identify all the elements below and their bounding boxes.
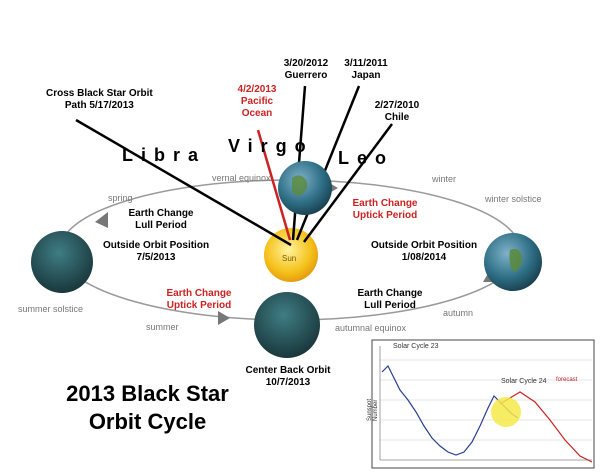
constellation-libra: Libra bbox=[122, 145, 207, 165]
earth-bottom bbox=[254, 292, 320, 358]
label-winter: winter bbox=[432, 174, 457, 184]
inset-ylabel: Sunspot Number bbox=[367, 398, 379, 421]
inset-label-cycle24: Solar Cycle 24 bbox=[501, 378, 547, 385]
orbit-arrow-left bbox=[95, 212, 108, 228]
label-winter-solstice: winter solstice bbox=[485, 194, 542, 204]
label-autumnal-equinox: autumnal equinox bbox=[335, 323, 407, 333]
annotation-cross-orbit: Cross Black Star Orbit Path 5/17/2013 bbox=[46, 88, 153, 111]
pointer-pacific bbox=[256, 129, 292, 241]
annotation-chile: 2/27/2010 Chile bbox=[374, 100, 420, 123]
solar-cycle-inset bbox=[371, 339, 595, 469]
label-vernal-equinox: vernal equinox bbox=[212, 173, 271, 183]
inset-highlight bbox=[491, 397, 521, 427]
pointer-chile bbox=[302, 123, 394, 243]
position-right: Outside Orbit Position 1/08/2014 bbox=[370, 240, 478, 263]
pointer-cross-orbit bbox=[75, 118, 292, 247]
orbit-arrow-bottom bbox=[218, 311, 230, 325]
annotation-japan: 3/11/2011 Japan bbox=[344, 58, 388, 81]
period-uptick-top: Earth Change Uptick Period bbox=[352, 198, 418, 221]
inset-label-forecast: forecast bbox=[556, 377, 578, 383]
inset-label-cycle23: Solar Cycle 23 bbox=[393, 343, 439, 350]
position-bottom: Center Back Orbit 10/7/2013 bbox=[245, 365, 331, 388]
period-uptick-bottom: Earth Change Uptick Period bbox=[166, 288, 232, 311]
label-autumn: autumn bbox=[443, 308, 474, 318]
page-title: 2013 Black Star Orbit Cycle bbox=[66, 381, 229, 434]
annotation-pacific: 4/2/2013 Pacific Ocean bbox=[237, 84, 277, 119]
earth-left bbox=[31, 231, 93, 293]
period-lull-top: Earth Change Lull Period bbox=[128, 208, 194, 231]
position-left: Outside Orbit Position 7/5/2013 bbox=[102, 240, 210, 263]
label-spring: spring bbox=[108, 193, 133, 203]
label-sun: Sun bbox=[282, 254, 297, 263]
earth-right-land bbox=[509, 249, 522, 272]
earth-top-land bbox=[292, 175, 308, 196]
annotation-guerrero: 3/20/2012 Guerrero bbox=[283, 58, 329, 81]
constellation-virgo: Virgo bbox=[228, 136, 314, 156]
label-summer-solstice: summer solstice bbox=[18, 304, 84, 314]
constellation-leo: Leo bbox=[338, 148, 395, 168]
period-lull-bottom: Earth Change Lull Period bbox=[357, 288, 423, 311]
inset-forecast-line bbox=[499, 391, 593, 463]
label-summer: summer bbox=[146, 322, 179, 332]
